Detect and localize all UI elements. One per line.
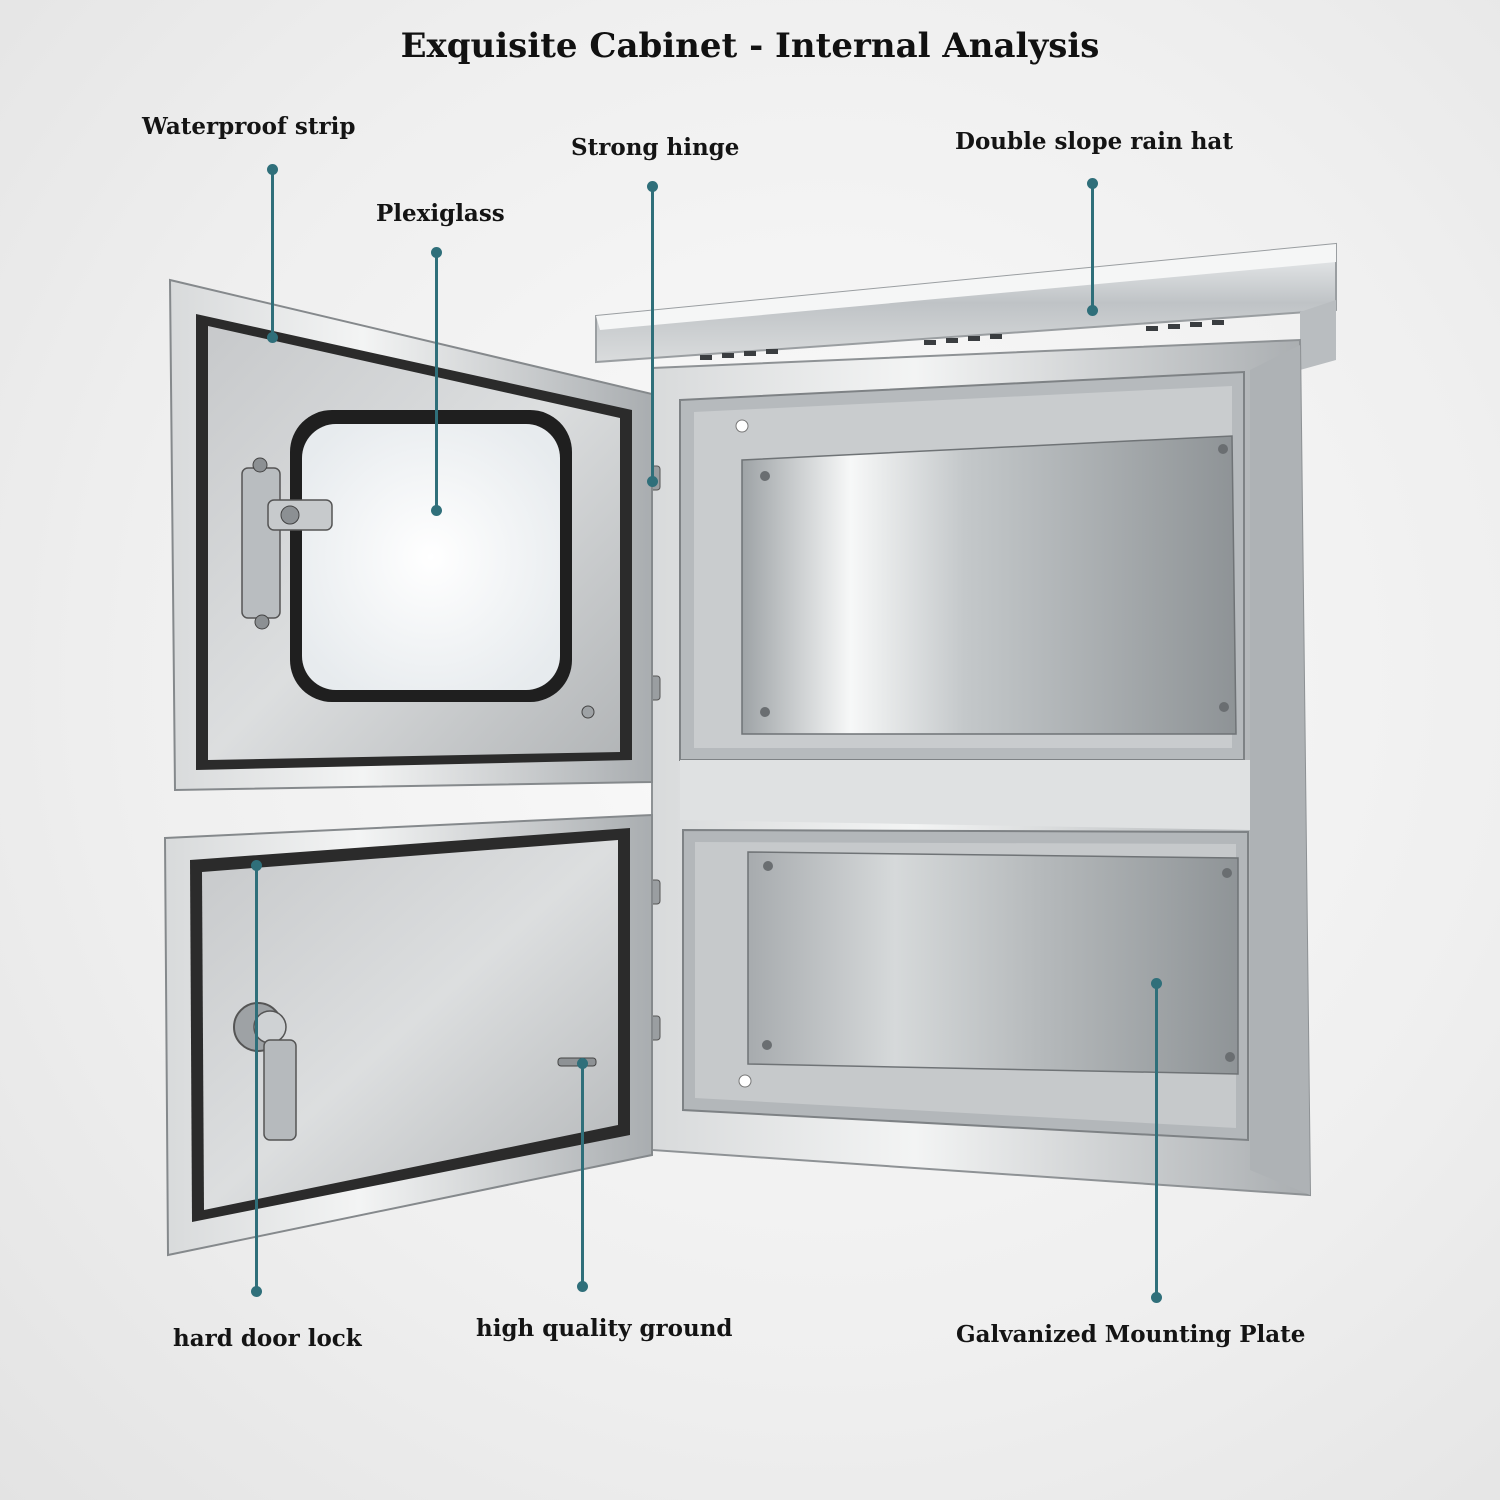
leader-line-waterproof-strip [271,170,274,336]
leader-dot-waterproof-strip-end [267,332,278,343]
diagram-title: Exquisite Cabinet - Internal Analysis [400,26,1100,66]
leader-dot-ground-start [577,1058,588,1069]
leader-dot-strong-hinge-end [647,476,658,487]
label-strong-hinge: Strong hinge [571,134,740,161]
leader-dot-door-lock-start [251,860,262,871]
label-double-slope-rain-hat: Double slope rain hat [955,128,1233,155]
leader-dot-door-lock [251,1286,262,1297]
label-high-quality-ground: high quality ground [476,1315,733,1342]
label-galvanized-mounting-plate: Galvanized Mounting Plate [956,1321,1306,1348]
leader-line-strong-hinge [651,186,654,480]
leader-dot-plate [1151,1292,1162,1303]
leader-line-plexiglass [435,252,438,510]
label-plexiglass: Plexiglass [376,200,505,227]
leader-line-door-lock [255,866,258,1291]
leader-dot-waterproof-strip [267,164,278,175]
leader-dot-rain-hat-end [1087,305,1098,316]
leader-dot-plate-start [1151,978,1162,989]
leader-line-plate [1155,984,1158,1298]
leader-dot-ground [577,1281,588,1292]
label-waterproof-strip: Waterproof strip [142,113,356,140]
label-hard-door-lock: hard door lock [173,1325,362,1352]
leader-line-ground [581,1064,584,1286]
leader-line-rain-hat [1091,183,1094,311]
leader-dot-plexiglass-end [431,505,442,516]
